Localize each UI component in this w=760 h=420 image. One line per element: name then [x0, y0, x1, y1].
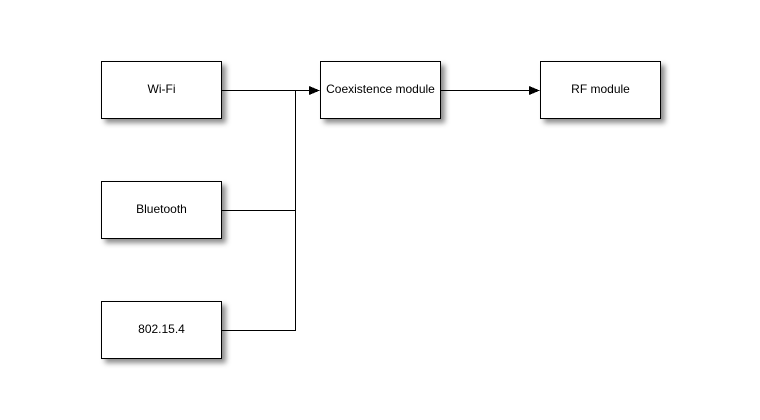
- block-coexistence-module-label: Coexistence module: [326, 82, 435, 97]
- arrowhead-into-coexistence-icon: [309, 86, 320, 95]
- block-bluetooth[interactable]: Bluetooth: [101, 181, 222, 239]
- block-802-15-4-label: 802.15.4: [138, 322, 185, 337]
- block-coexistence-module[interactable]: Coexistence module: [320, 61, 441, 119]
- block-wifi-label: Wi-Fi: [147, 82, 176, 97]
- block-802-15-4[interactable]: 802.15.4: [101, 301, 222, 359]
- block-rf-module-label: RF module: [571, 82, 630, 97]
- arrowhead-into-rf-icon: [529, 86, 540, 95]
- block-rf-module[interactable]: RF module: [540, 61, 661, 119]
- block-wifi[interactable]: Wi-Fi: [101, 61, 222, 119]
- block-bluetooth-label: Bluetooth: [136, 202, 187, 217]
